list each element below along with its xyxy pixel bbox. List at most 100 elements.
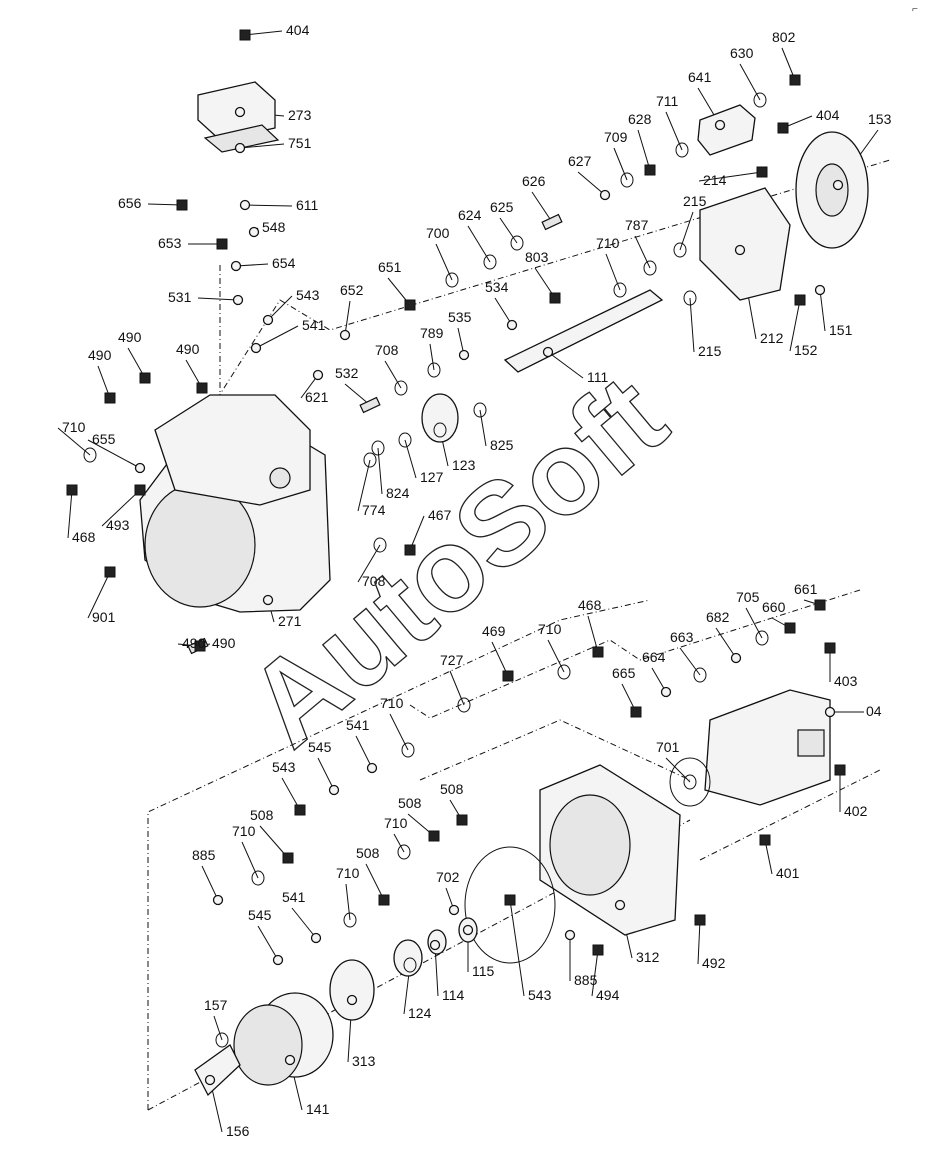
drive-shaft (503, 289, 664, 373)
ring-part (753, 92, 767, 108)
leader-line (344, 300, 351, 336)
assembly-axis-line (147, 599, 651, 1110)
part-number-label: 490 (182, 635, 206, 651)
part-number-label: 215 (698, 343, 722, 359)
part-number-label: 404 (286, 22, 310, 38)
plug-part (66, 484, 78, 496)
o-ring-part (401, 742, 415, 758)
plug-part (756, 166, 768, 178)
bolt-part (239, 29, 251, 41)
spring-part (510, 235, 524, 251)
pin-part (248, 226, 260, 238)
plug-part (502, 670, 514, 682)
part-number-label: 490 (118, 329, 142, 345)
assembly-axis-line (419, 719, 691, 781)
part-number-label: 543 (296, 287, 320, 303)
gasket-part (234, 142, 246, 154)
assembly-axis-line (699, 769, 881, 861)
screw-part (359, 396, 381, 414)
part-number-label: 508 (356, 845, 380, 861)
washer-part (363, 452, 377, 468)
pin-part (366, 762, 378, 774)
part-number-label: 124 (408, 1005, 432, 1021)
leader-line (267, 295, 293, 321)
bearing-part (403, 957, 417, 973)
leader-line (393, 833, 405, 853)
rod-part (339, 329, 351, 341)
part-number-label: 468 (72, 529, 96, 545)
part-number-label: 825 (490, 437, 514, 453)
cover-part (234, 106, 246, 118)
part-number-label: 708 (362, 573, 386, 589)
leader-line (494, 297, 513, 326)
part-number-label: 508 (398, 795, 422, 811)
part-number-label: 541 (302, 317, 326, 333)
eye-bolt-part (104, 566, 116, 578)
collar-part (458, 349, 470, 361)
pin-part (272, 954, 284, 966)
valve-disk (329, 959, 375, 1021)
part-number-label: 214 (703, 172, 727, 188)
o-ring-part (445, 272, 459, 288)
part-number-label: 492 (702, 955, 726, 971)
part-number-label: 212 (760, 330, 784, 346)
leader-line (613, 147, 628, 181)
part-number-label: 114 (442, 987, 465, 1003)
part-number-label: 625 (490, 199, 514, 215)
part-number-label: 885 (574, 972, 598, 988)
part-number-label: 153 (868, 111, 892, 127)
part-number-label: 313 (352, 1053, 376, 1069)
bolt-part (777, 122, 789, 134)
washer-part (483, 254, 497, 270)
part-number-label: 532 (335, 365, 359, 381)
plug-part (592, 944, 604, 956)
cylinder-face (233, 1004, 303, 1086)
pin-part (814, 284, 826, 296)
part-number-label: 705 (736, 589, 760, 605)
leader-line (213, 1015, 223, 1041)
cylinder-block-part (284, 1054, 296, 1066)
part-number-label: 312 (636, 949, 660, 965)
plug-part (294, 804, 306, 816)
leader-line (491, 641, 509, 677)
part-number-label: 545 (248, 907, 272, 923)
leader-line (605, 253, 621, 291)
leader-line (435, 243, 453, 281)
leader-line (665, 757, 691, 783)
plug-part (134, 484, 146, 496)
port-plate-bore (815, 163, 849, 217)
leader-line (547, 351, 584, 379)
rod-part (599, 189, 611, 201)
o-ring-part (620, 172, 634, 188)
leader-line (819, 289, 826, 332)
part-number-label: 271 (278, 613, 302, 629)
part-number-label: 710 (380, 695, 404, 711)
part-number-label: 656 (118, 195, 142, 211)
part-number-label: 490 (212, 635, 236, 651)
gear-pump-port (797, 729, 825, 757)
part-number-label: 665 (612, 665, 636, 681)
part-number-label: 490 (176, 341, 200, 357)
plug-part (794, 294, 806, 306)
leader-line (429, 343, 435, 371)
spring-part (693, 667, 707, 683)
part-number-label: 710 (384, 815, 408, 831)
leader-line (499, 217, 518, 244)
leader-line (665, 111, 683, 151)
sleeve-part (730, 652, 742, 664)
plug-part (504, 894, 516, 906)
leader-line (679, 647, 701, 676)
part-number-label: 156 (226, 1123, 250, 1139)
plug-part (282, 852, 294, 864)
part-number-label: 651 (378, 259, 402, 275)
pin-part (312, 369, 324, 381)
part-number-label: 508 (440, 781, 464, 797)
part-number-label: 404 (816, 107, 840, 123)
part-number-label: 655 (92, 431, 116, 447)
leader-line (634, 235, 651, 269)
o-ring-part (397, 844, 411, 860)
leader-line (357, 459, 371, 512)
plug-part (630, 706, 642, 718)
o-ring-part (394, 380, 408, 396)
part-number-label: 710 (232, 823, 256, 839)
